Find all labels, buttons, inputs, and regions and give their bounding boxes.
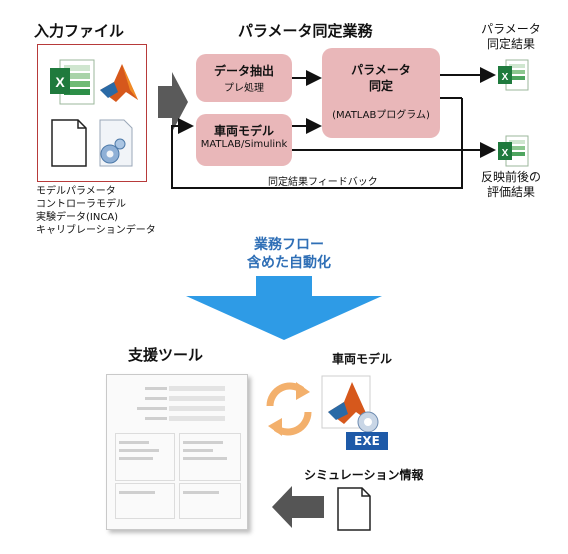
vehicle-model-sub: MATLAB/Simulink	[200, 139, 288, 150]
excel-icon: X	[496, 58, 530, 96]
input-files-title: 入力ファイル	[34, 22, 125, 40]
output-bottom-label: 反映前後の 評価結果	[480, 170, 541, 199]
sim-info-label: シミュレーション情報	[304, 468, 424, 482]
caption-line: キャリブレーションデータ	[36, 225, 156, 236]
caption-line: モデルパラメータ	[36, 186, 116, 197]
caption-line: コントローラモデル	[36, 199, 126, 210]
return-arrow	[272, 486, 324, 532]
sync-arrows-icon	[262, 380, 316, 442]
data-extract-title: データ抽出	[213, 64, 274, 78]
document-icon	[50, 118, 88, 168]
flow-automation-label: 業務フロー 含めた自動化	[247, 237, 331, 271]
vehicle-model-box: 車両モデル MATLAB/Simulink	[196, 114, 292, 166]
param-id-title: パラメータ 同定	[351, 63, 411, 93]
data-extract-sub: プレ処理	[224, 83, 264, 94]
vehicle-model-title: 車両モデル	[213, 124, 274, 138]
config-file-icon	[92, 118, 136, 170]
vehicle-model-label: 車両モデル	[332, 352, 393, 366]
caption-line: 実験データ(INCA)	[36, 212, 119, 223]
down-arrow	[186, 276, 382, 344]
tool-screenshot	[106, 374, 248, 530]
input-flow-arrow	[158, 72, 188, 136]
document-icon	[336, 486, 372, 536]
data-extract-box: データ抽出 プレ処理	[196, 54, 292, 102]
input-files-frame	[37, 44, 147, 182]
config-file-icon	[350, 404, 390, 444]
output-top-label: パラメータ 同定結果	[481, 22, 541, 51]
svg-text:X: X	[502, 72, 509, 83]
svg-text:X: X	[55, 74, 65, 90]
excel-icon: X	[496, 134, 530, 172]
process-connectors	[171, 67, 496, 189]
param-id-sub: (MATLABプログラム)	[332, 110, 430, 121]
svg-text:X: X	[502, 148, 509, 159]
exe-icon: EXE	[346, 432, 388, 450]
param-id-box: パラメータ 同定 (MATLABプログラム)	[322, 48, 440, 138]
input-files-caption: モデルパラメータ コントローラモデル 実験データ(INCA) キャリブレーション…	[36, 185, 156, 237]
process-title: パラメータ同定業務	[238, 22, 373, 40]
matlab-icon	[96, 60, 142, 108]
feedback-label: 同定結果フィードバック	[268, 177, 378, 188]
support-tool-title: 支援ツール	[128, 346, 204, 364]
excel-icon: X	[46, 56, 98, 108]
